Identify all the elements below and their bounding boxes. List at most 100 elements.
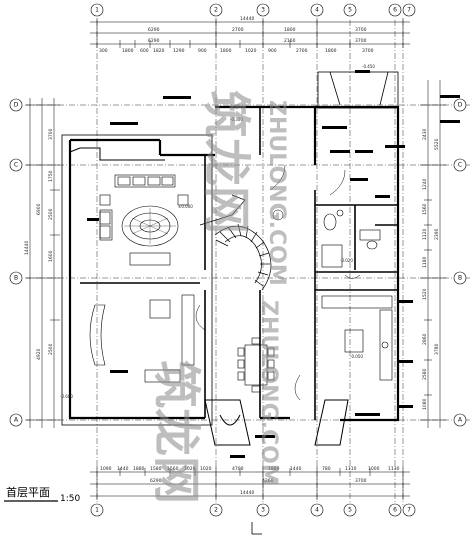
top-dim-1: 6290 [148, 27, 160, 33]
top-dim-19: 3700 [362, 48, 374, 54]
right-dimension-lines [420, 80, 446, 428]
top-dim-6: 2160 [284, 38, 296, 44]
bottom-dim-14: 1130 [388, 466, 400, 472]
right-dim-10: 5520 [434, 138, 440, 150]
top-dim-12: 1290 [173, 48, 185, 54]
left-dim-4: 1750 [48, 170, 54, 182]
watermark-en-2: ZHULONG.COM [256, 300, 281, 486]
axis-top-2: 2 [214, 7, 218, 14]
top-dim-8: 300 [99, 48, 108, 54]
left-dim-5: 2500 [48, 208, 54, 220]
top-dim-5: 6290 [148, 38, 160, 44]
watermark-cn-2: 筑龙网 [148, 360, 204, 504]
top-dim-7: 3700 [355, 38, 367, 44]
bottom-dim-16: 4260 [262, 478, 274, 484]
right-dim-4: 1120 [422, 228, 428, 240]
bottom-dim-13: 1000 [368, 466, 380, 472]
right-dim-3: 1560 [422, 203, 428, 215]
bottom-dim-5: 1560 [167, 466, 179, 472]
kitchen-fixtures [321, 295, 393, 381]
room-tag-bars [87, 70, 460, 458]
axis-left-D: D [14, 102, 19, 109]
axis-left-A: A [14, 417, 19, 424]
right-dim-6: 1520 [422, 288, 428, 300]
living-room-pattern [124, 208, 176, 244]
bottom-total-dim: 14440 [240, 490, 254, 496]
axis-right-B: B [458, 275, 462, 282]
level-mark-6: -0.600 [60, 394, 73, 399]
top-dim-13: 900 [198, 48, 207, 54]
level-mark-4: -0.020 [340, 258, 353, 263]
left-dim-6: 1600 [48, 250, 54, 262]
axis-bottom-1: 1 [95, 507, 99, 514]
top-dim-15: 1020 [245, 48, 257, 54]
left-dimension-lines [26, 98, 60, 428]
drawing-scale: 1:50 [60, 494, 80, 504]
top-dim-9: 1800 [122, 48, 134, 54]
axis-top-7: 7 [407, 7, 411, 14]
right-dim-8: 2580 [422, 368, 428, 380]
axis-bottom-3: 3 [261, 507, 265, 514]
right-dim-5: 1180 [422, 256, 428, 268]
exterior-walls [68, 105, 400, 422]
axis-left-B: B [14, 275, 18, 282]
axis-top-1: 1 [95, 7, 99, 14]
bottom-dim-1: 1090 [100, 466, 112, 472]
bay-window [69, 147, 165, 161]
bottom-dim-8: 4700 [232, 466, 244, 472]
left-total-dim: 14440 [24, 241, 30, 255]
level-mark-1: -0.300 [230, 117, 243, 122]
right-dim-1: 2430 [422, 128, 428, 140]
family-room-furniture [89, 294, 195, 383]
level-mark-5: -0.050 [350, 354, 363, 359]
bottom-axis-bubbles [90, 503, 416, 517]
bottom-dim-17: 3700 [355, 478, 367, 484]
level-mark-2: -0.450 [362, 64, 375, 69]
top-dimension-lines [90, 18, 410, 48]
right-dim-12: 3780 [434, 343, 440, 355]
watermark-cn-1: 筑龙网 [198, 90, 254, 234]
living-room-furniture [99, 174, 189, 266]
top-dim-2: 2700 [232, 27, 244, 33]
axis-left-C: C [14, 162, 18, 169]
bottom-dim-3: 1880 [133, 466, 145, 472]
bottom-dim-12: 1110 [345, 466, 357, 472]
axis-top-4: 4 [315, 7, 319, 14]
dining-table [237, 337, 275, 393]
top-total-dim: 14440 [240, 16, 254, 22]
top-axis-bubbles [90, 3, 416, 17]
top-dim-11: 1820 [153, 48, 165, 54]
top-dim-16: 900 [268, 48, 277, 54]
axis-grid [25, 20, 470, 505]
entry-porch [204, 399, 349, 446]
bottom-dim-6: 1020 [184, 466, 196, 472]
axis-top-3: 3 [261, 7, 265, 14]
top-dim-17: 2700 [296, 48, 308, 54]
bottom-dim-10: 1440 [290, 466, 302, 472]
bottom-dimension-lines [90, 466, 410, 500]
bottom-dim-11: 780 [322, 466, 331, 472]
axis-bottom-2: 2 [214, 507, 218, 514]
staircase [199, 194, 272, 291]
right-axis-bubbles [453, 98, 467, 427]
left-dim-7: 2500 [48, 343, 54, 355]
right-dim-7: 2860 [422, 333, 428, 345]
axis-bottom-5: 5 [348, 507, 352, 514]
section-marker [251, 522, 262, 535]
top-dim-14: 1800 [220, 48, 232, 54]
axis-bottom-6: 6 [393, 507, 397, 514]
door-swings [195, 164, 361, 401]
axis-right-A: A [458, 417, 463, 424]
left-dim-2: 4920 [36, 348, 42, 360]
bottom-dim-9: 1880 [268, 466, 280, 472]
right-dim-9: 1080 [422, 398, 428, 410]
top-dim-10: 600 [140, 48, 149, 54]
axis-top-5: 5 [348, 7, 352, 14]
level-mark-3: ±0.000 [178, 204, 193, 209]
watermark-en-1: ZHULONG.COM [264, 100, 289, 286]
bottom-dim-2: 1440 [117, 466, 129, 472]
top-dim-3: 1800 [284, 27, 296, 33]
left-axis-bubbles [9, 98, 23, 427]
left-dim-3: 3700 [48, 128, 54, 140]
